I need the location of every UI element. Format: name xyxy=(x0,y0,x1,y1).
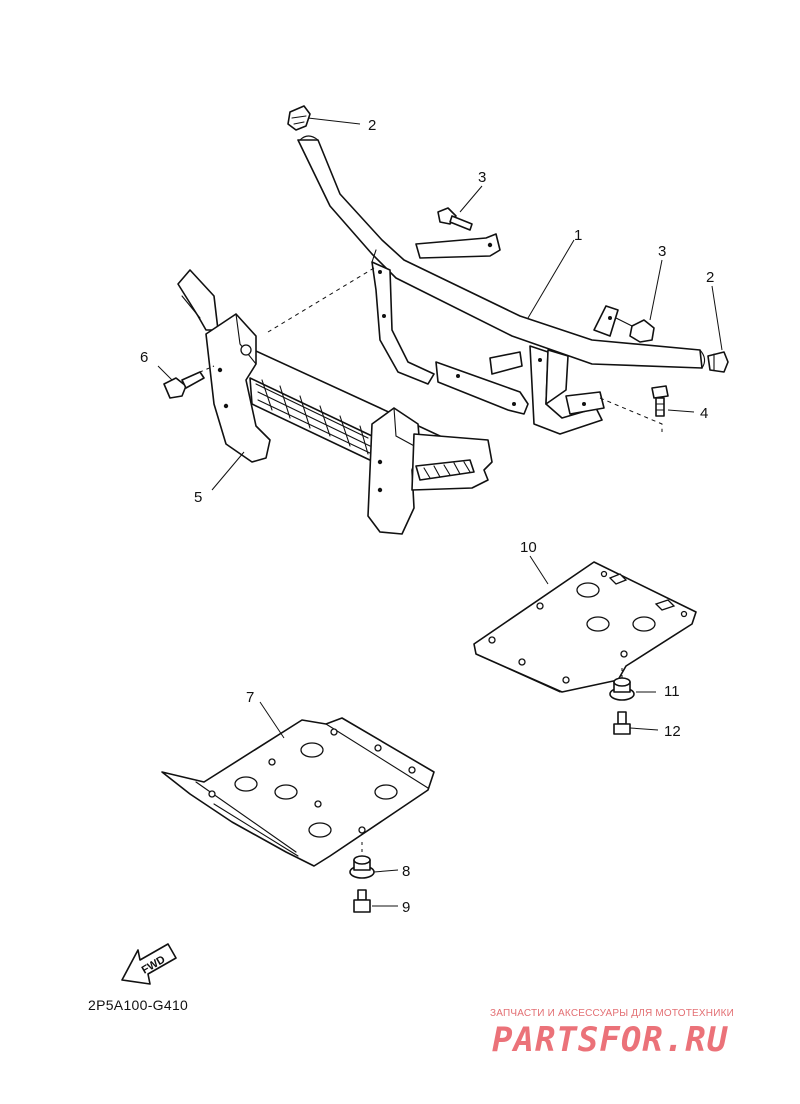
part-2-cap-right xyxy=(707,351,729,373)
callout-8: 8 xyxy=(402,863,410,880)
callout-12: 12 xyxy=(664,723,681,740)
callout-4: 4 xyxy=(700,405,708,422)
part-12-bolt xyxy=(613,711,631,735)
part-10-skid-plate xyxy=(473,561,697,693)
part-11-damper xyxy=(609,677,635,701)
part-5-bumper-guard xyxy=(177,269,493,535)
fwd-arrow-icon: FWD xyxy=(121,943,177,985)
part-6-bolt xyxy=(163,371,205,399)
callout-10: 10 xyxy=(520,539,537,556)
callout-11: 11 xyxy=(664,683,680,700)
diagram-code: 2P5A100-G410 xyxy=(88,997,189,1013)
callout-5: 5 xyxy=(194,489,202,506)
callout-1: 1 xyxy=(574,227,582,244)
watermark-tagline: ЗАПЧАСТИ И АКСЕССУАРЫ ДЛЯ МОТОТЕХНИКИ xyxy=(490,1008,735,1019)
part-3-bolt-left xyxy=(437,207,473,231)
callouts: 1 2 2 3 3 4 5 6 7 8 9 10 11 12 xyxy=(140,117,714,916)
leader-lines xyxy=(157,117,723,907)
callout-3-right: 3 xyxy=(658,243,666,260)
callout-2-left: 2 xyxy=(368,117,376,134)
part-3-bolt-right xyxy=(615,317,655,343)
part-9-bolt xyxy=(353,889,371,913)
part-2-cap-left xyxy=(287,105,311,131)
callout-7: 7 xyxy=(246,689,254,706)
callout-2-right: 2 xyxy=(706,269,714,286)
callout-6: 6 xyxy=(140,349,148,366)
watermark-logo: PARTSFOR.RU xyxy=(492,1020,729,1060)
part-7-skid-plate xyxy=(161,717,435,867)
part-1-bumper-frame xyxy=(297,135,706,435)
callout-9: 9 xyxy=(402,899,410,916)
part-8-damper xyxy=(349,855,375,879)
callout-3-left: 3 xyxy=(478,169,486,186)
part-4-bolt xyxy=(651,385,669,417)
